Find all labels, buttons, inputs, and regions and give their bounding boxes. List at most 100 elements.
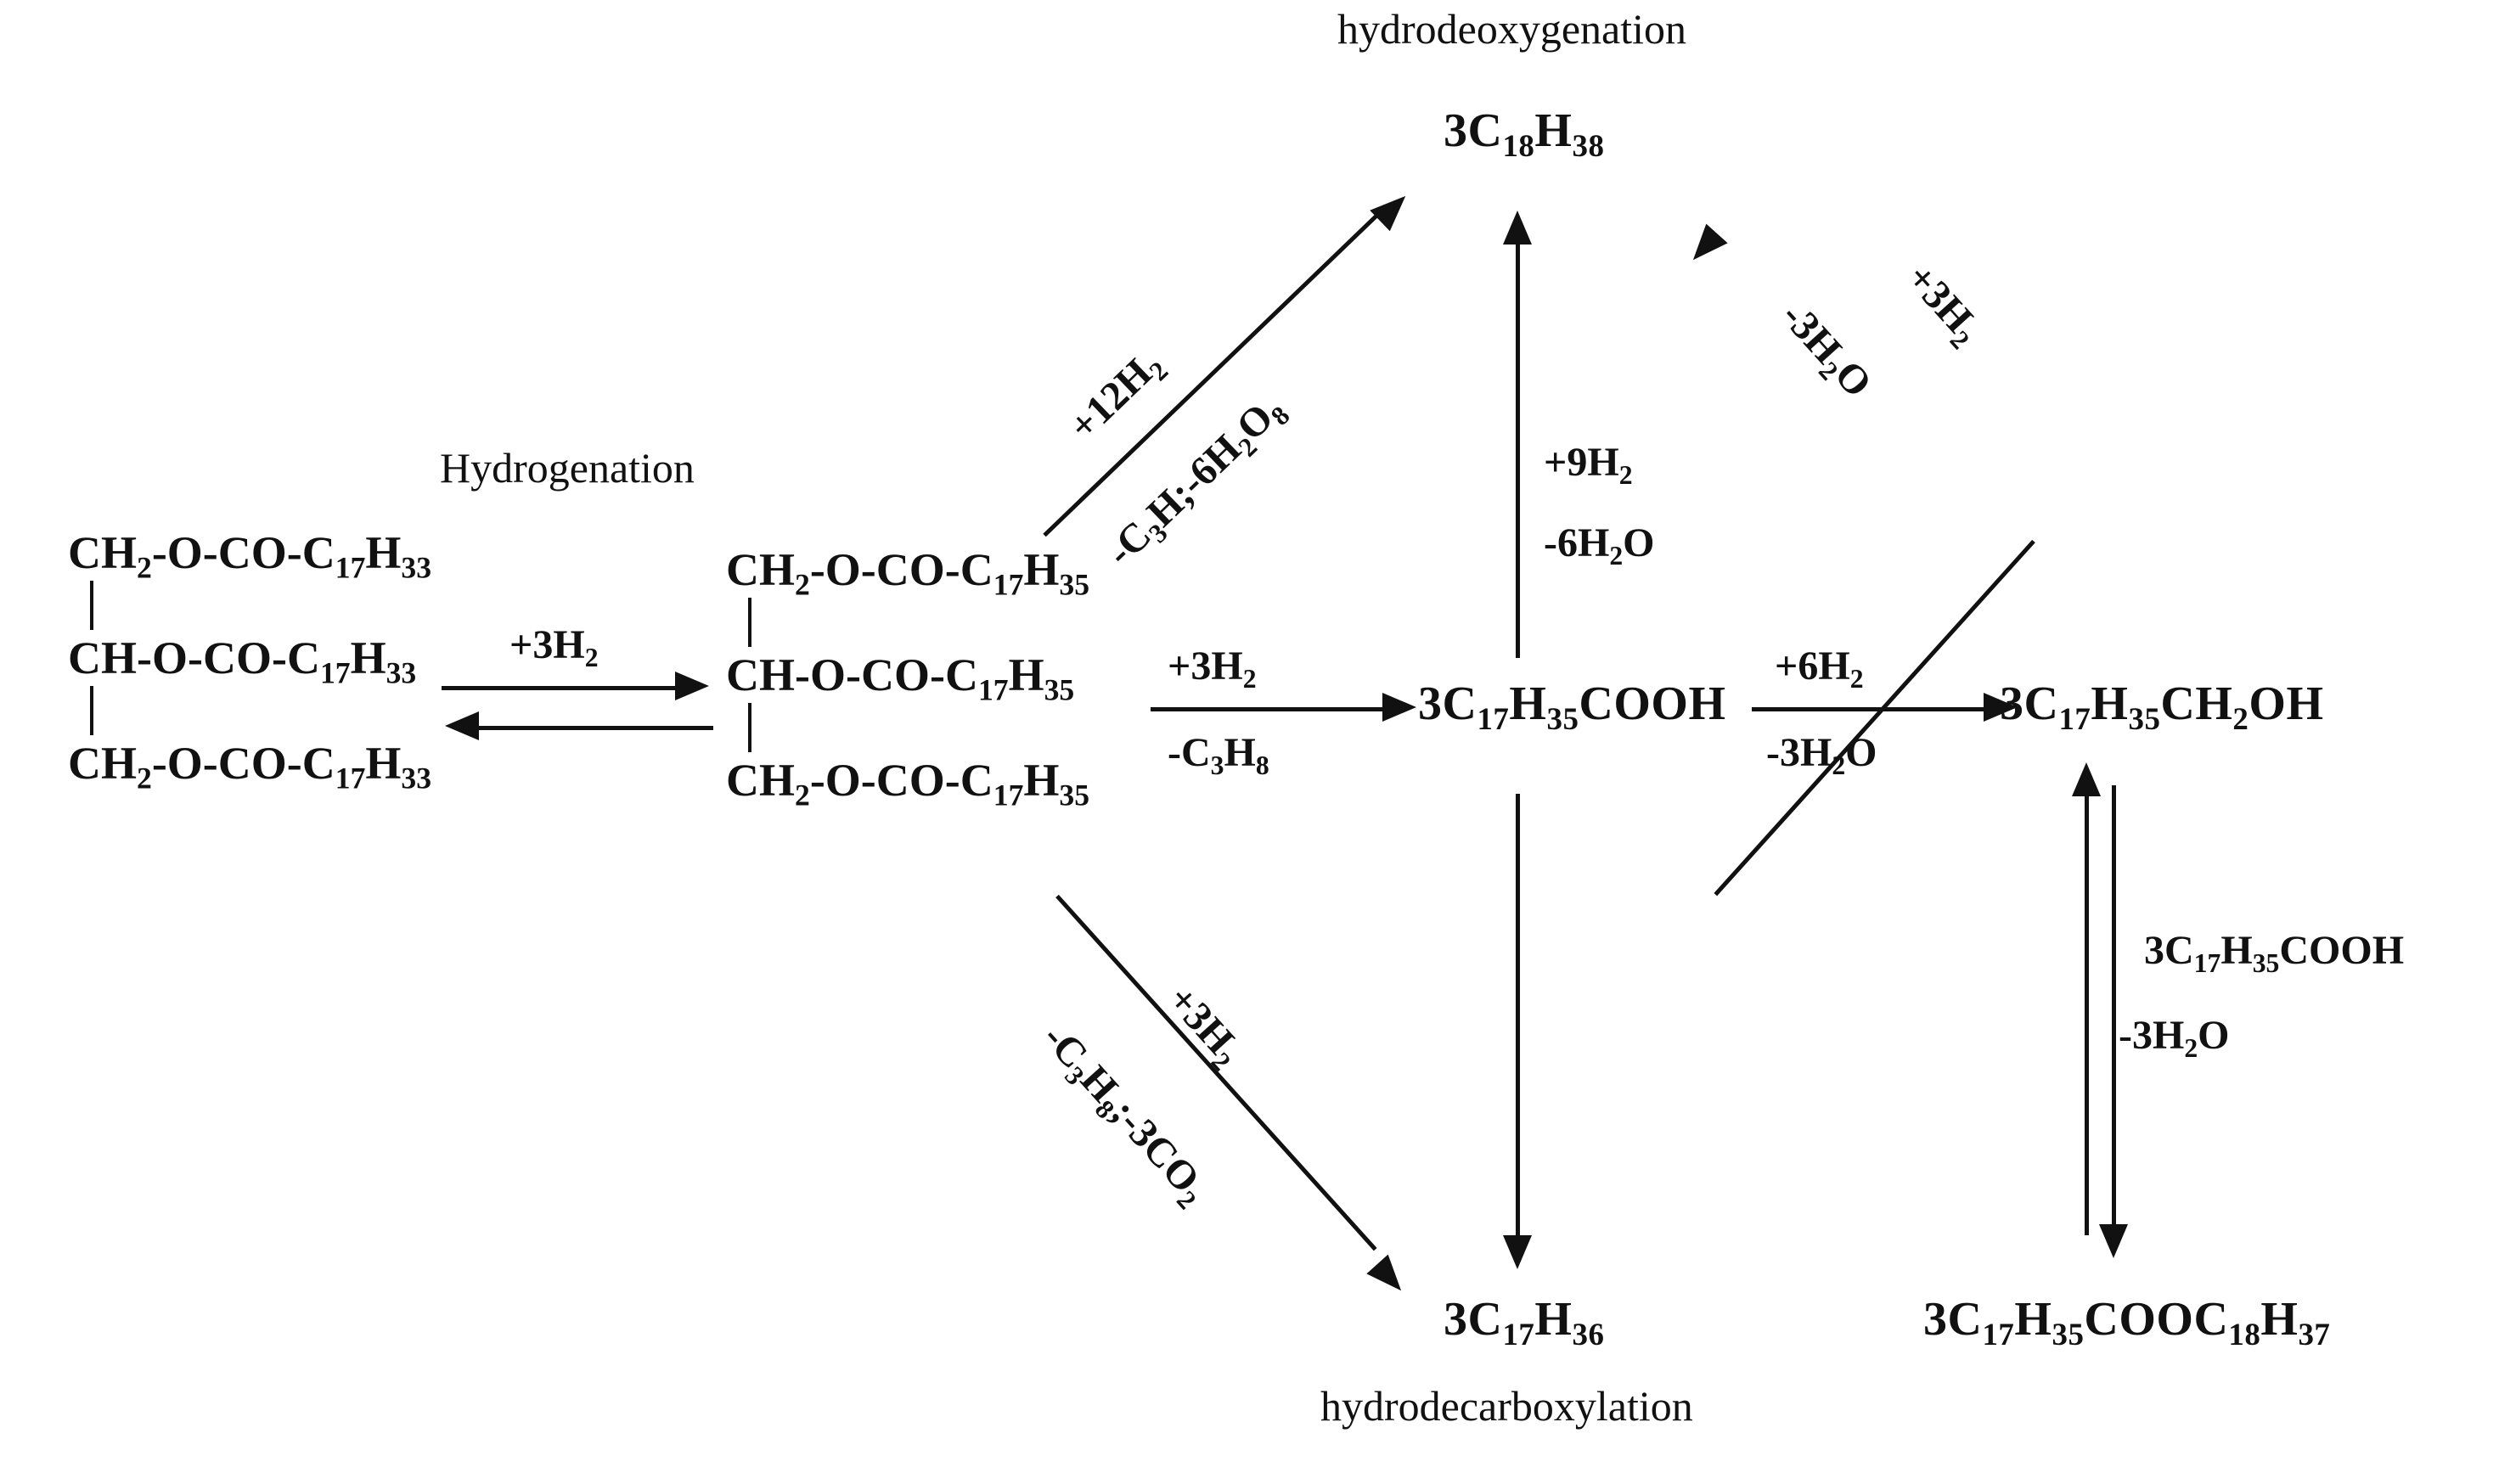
species-heptadecane: 3C17H36	[1444, 1295, 1604, 1352]
stearyl-stearate-d: H	[2260, 1293, 2299, 1346]
stearyl-alcohol-s3: 2	[2232, 700, 2249, 736]
tristearin-bond-2	[726, 701, 1089, 754]
tristearin-r2-a: CH-O-CO-C	[726, 649, 978, 700]
tristearin-r1-s2: 17	[993, 567, 1024, 602]
decarboxylation-vertical-shaft	[1516, 794, 1520, 1239]
heptadecane-s2: 36	[1572, 1316, 1605, 1352]
stearyl-alcohol-c: CH	[2160, 677, 2233, 730]
acid-to-alcohol-arrow-shaft	[1752, 707, 1990, 711]
triolein-row-2: CH-O-CO-C17H33	[68, 632, 431, 689]
acid-to-alcohol-arrowhead	[1984, 693, 2018, 722]
hydrogenation-reverse-arrowhead	[445, 711, 479, 740]
stearyl-stearate-b: H	[2014, 1293, 2052, 1346]
tristearin-r2-b: H	[1008, 649, 1044, 700]
stearyl-alcohol-b: H	[2091, 677, 2129, 730]
tristearin-r1-s1: 2	[795, 567, 810, 602]
hdo-diagonal-arrowhead	[1370, 185, 1416, 232]
hydrolysis-below-s2: 8	[1255, 750, 1269, 781]
triolein-row-1: CH2-O-CO-C17H33	[68, 526, 431, 584]
esterification-down-shaft	[2112, 785, 2116, 1227]
species-stearyl-alcohol: 3C17H35CH2OH	[2000, 679, 2324, 736]
tristearin-row-1: CH2-O-CO-C17H35	[726, 543, 1089, 601]
pathway-label-hydrogenation: Hydrogenation	[440, 444, 695, 492]
species-triolein: CH2-O-CO-C17H33 CH-O-CO-C17H33 CH2-O-CO-…	[68, 526, 431, 795]
triolein-r2-a: CH-O-CO-C	[68, 632, 320, 683]
esterification-reagent-c: COOH	[2279, 928, 2405, 973]
alcohol-to-alkane-arrowhead	[1682, 223, 1728, 270]
hydrolysis-condition-below: -C3H8	[1168, 730, 1269, 781]
esterification-reagent-b: H	[2220, 928, 2253, 973]
stearyl-stearate-s1: 17	[1982, 1316, 2015, 1352]
species-stearic-acid: 3C17H35COOH	[1418, 679, 1726, 736]
tristearin-r2-s2: 35	[1044, 672, 1075, 707]
stearic-acid-s2: 35	[1546, 700, 1579, 736]
hydrogenation-reverse-shaft	[476, 726, 713, 730]
acid-alc-above-a: +6H	[1775, 644, 1850, 689]
esterification-byproduct-sub: 2	[2184, 1033, 2198, 1064]
octadecane-a: 3C	[1444, 104, 1503, 157]
hydrolysis-arrowhead	[1382, 693, 1416, 722]
hydrolysis-above-a: +3H	[1168, 644, 1243, 689]
esterification-reagent-s1: 17	[2193, 948, 2221, 979]
triolein-r2-s1: 17	[319, 655, 351, 690]
stearic-acid-b: H	[1509, 677, 1547, 730]
triolein-r3-b: -O-CO-C	[151, 738, 335, 789]
tristearin-r2-s1: 17	[977, 672, 1009, 707]
triolein-r1-a: CH	[68, 527, 137, 578]
triolein-r1-b: -O-CO-C	[151, 527, 335, 578]
acid-to-alcohol-condition-above: +6H2	[1775, 644, 1864, 693]
esterification-reagent-a: 3C	[2144, 928, 2194, 973]
triolein-r3-a: CH	[68, 738, 137, 789]
hdo-vert-below-sub: 2	[1609, 541, 1624, 571]
octadecane-s2: 38	[1572, 127, 1605, 163]
hdo-diagonal-condition-above: +12H2	[1060, 340, 1174, 453]
hdo-vert-above-a: +9H	[1544, 440, 1619, 485]
tristearin-r1-c: H	[1023, 544, 1060, 595]
acid-alc-below-b: O	[1845, 730, 1877, 775]
hdo-vertical-condition-below: -6H2O	[1544, 520, 1655, 571]
tristearin-r3-s1: 2	[795, 778, 810, 812]
stearic-acid-s1: 17	[1477, 700, 1510, 736]
hydrogenation-forward-arrowhead	[675, 672, 709, 700]
tristearin-bond-1	[726, 596, 1089, 649]
hydrolysis-below-b: H	[1224, 730, 1256, 775]
triolein-bond-1	[68, 579, 431, 632]
decarboxylation-vertical-arrowhead	[1503, 1235, 1532, 1269]
triolein-bond-2	[68, 684, 431, 737]
hydrogenation-cond-a: +3H	[509, 622, 585, 667]
alcohol-to-alkane-condition-below: -3H2O	[1769, 293, 1882, 410]
triolein-r2-b: H	[350, 632, 386, 683]
stearyl-stearate-c: COOC	[2084, 1293, 2229, 1346]
hdc-diagonal-condition-above: +3H2	[1155, 976, 1252, 1077]
stearyl-stearate-a: 3C	[1923, 1293, 1983, 1346]
hydrogenation-condition-above: +3H2	[509, 622, 599, 672]
acid-alc-below-a: -3H	[1766, 730, 1832, 775]
triolein-r3-s2: 17	[335, 761, 366, 795]
tristearin-row-2: CH-O-CO-C17H35	[726, 649, 1089, 706]
stearyl-stearate-s4: 37	[2298, 1316, 2331, 1352]
triolein-r3-s1: 2	[137, 761, 152, 795]
stearic-acid-c: COOH	[1579, 677, 1726, 730]
triolein-r3-s3: 33	[401, 761, 432, 795]
esterification-label-reagent: 3C17H35COOH	[2144, 928, 2405, 979]
tristearin-r3-s2: 17	[993, 778, 1024, 812]
stearyl-stearate-s3: 18	[2228, 1316, 2261, 1352]
heptadecane-b: H	[1534, 1293, 1573, 1346]
species-stearyl-stearate: 3C17H35COOC18H37	[1923, 1295, 2330, 1352]
hdo-vertical-arrowhead	[1503, 211, 1532, 245]
stearyl-alcohol-a: 3C	[2000, 677, 2059, 730]
pathway-label-hydrodecarboxylation: hydrodecarboxylation	[1320, 1382, 1693, 1430]
species-octadecane: 3C18H38	[1444, 106, 1604, 163]
stearyl-alcohol-s1: 17	[2058, 700, 2091, 736]
triolein-r2-s2: 33	[386, 655, 417, 690]
hdo-vert-below-b: O	[1623, 520, 1655, 565]
tristearin-r3-s3: 35	[1059, 778, 1090, 812]
stearyl-alcohol-s2: 35	[2128, 700, 2161, 736]
heptadecane-a: 3C	[1444, 1293, 1503, 1346]
hydrolysis-above-sub: 2	[1242, 664, 1257, 694]
species-tristearin: CH2-O-CO-C17H35 CH-O-CO-C17H35 CH2-O-CO-…	[726, 543, 1089, 812]
esterification-up-shaft	[2085, 794, 2089, 1235]
alcohol-to-alkane-condition-above: +3H2	[1894, 255, 1991, 356]
tristearin-r1-s3: 35	[1059, 567, 1090, 602]
